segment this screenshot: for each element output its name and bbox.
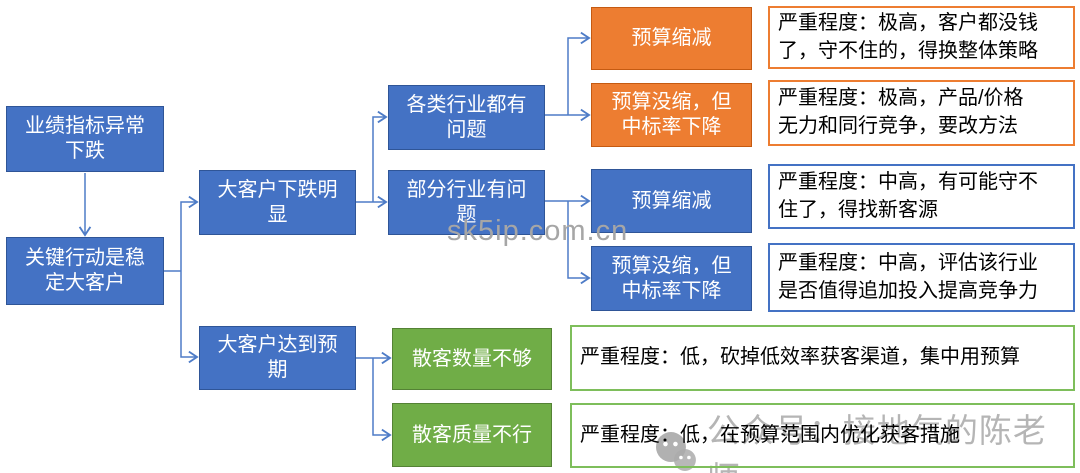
wechat-icon — [655, 431, 696, 471]
watermark-wechat-text: 公众号：接地气的陈老师 — [706, 412, 1047, 473]
node-budget-cut-all: 预算缩减 — [591, 7, 752, 70]
node-all-industries-problem: 各类行业都有 问题 — [388, 85, 545, 150]
outcome-extreme-all-cut: 严重程度：极高，客户都没钱 了，守不住的，得换整体策略 — [768, 6, 1075, 69]
node-stabilize-key-accounts: 关键行动是稳 定大客户 — [6, 237, 164, 305]
connector-all-to-budget-cut — [567, 31, 591, 115]
connector-action-to-key-drop — [180, 195, 199, 271]
outcome-midhigh-new-sources: 严重程度：中高，有可能守不 住了，得找新客源 — [768, 164, 1075, 229]
node-budget-kept-winrate-down-all: 预算没缩，但 中标率下降 — [591, 83, 752, 147]
connector-drop-to-all-industries — [372, 110, 388, 202]
node-performance-decline: 业绩指标异常 下跌 — [6, 106, 164, 172]
node-budget-cut-some: 预算缩减 — [591, 169, 752, 233]
connector-action-to-key-ok — [180, 271, 199, 364]
connector-ok-to-retail-quality — [372, 358, 392, 442]
node-some-industries-problem: 部分行业有问 题 — [388, 170, 545, 235]
node-key-accounts-drop: 大客户下跌明 显 — [199, 170, 356, 235]
node-retail-quality-low: 散客质量不行 — [392, 403, 552, 467]
connector-some-to-winrate — [567, 201, 591, 285]
outcome-midhigh-evaluate: 严重程度：中高，评估该行业 是否值得追加投入提高竞争力 — [768, 243, 1075, 312]
outcome-low-optimize: 严重程度：低，在预算范围内优化获客措施 — [570, 403, 1075, 468]
node-budget-kept-winrate-down-some: 预算没缩，但 中标率下降 — [591, 246, 752, 311]
outcome-low-cut-channels: 严重程度：低，砍掉低效率获客渠道，集中用预算 — [570, 325, 1075, 391]
outcome-extreme-competition: 严重程度：极高，产品/价格 无力和同行竞争，要改方法 — [768, 80, 1075, 146]
node-retail-quantity-low: 散客数量不够 — [392, 328, 552, 390]
watermark-site: sk5ip.com.cn — [447, 215, 629, 247]
node-key-accounts-ok: 大客户达到预 期 — [199, 326, 356, 390]
watermark-wechat: 公众号：接地气的陈老师 — [654, 404, 1080, 473]
